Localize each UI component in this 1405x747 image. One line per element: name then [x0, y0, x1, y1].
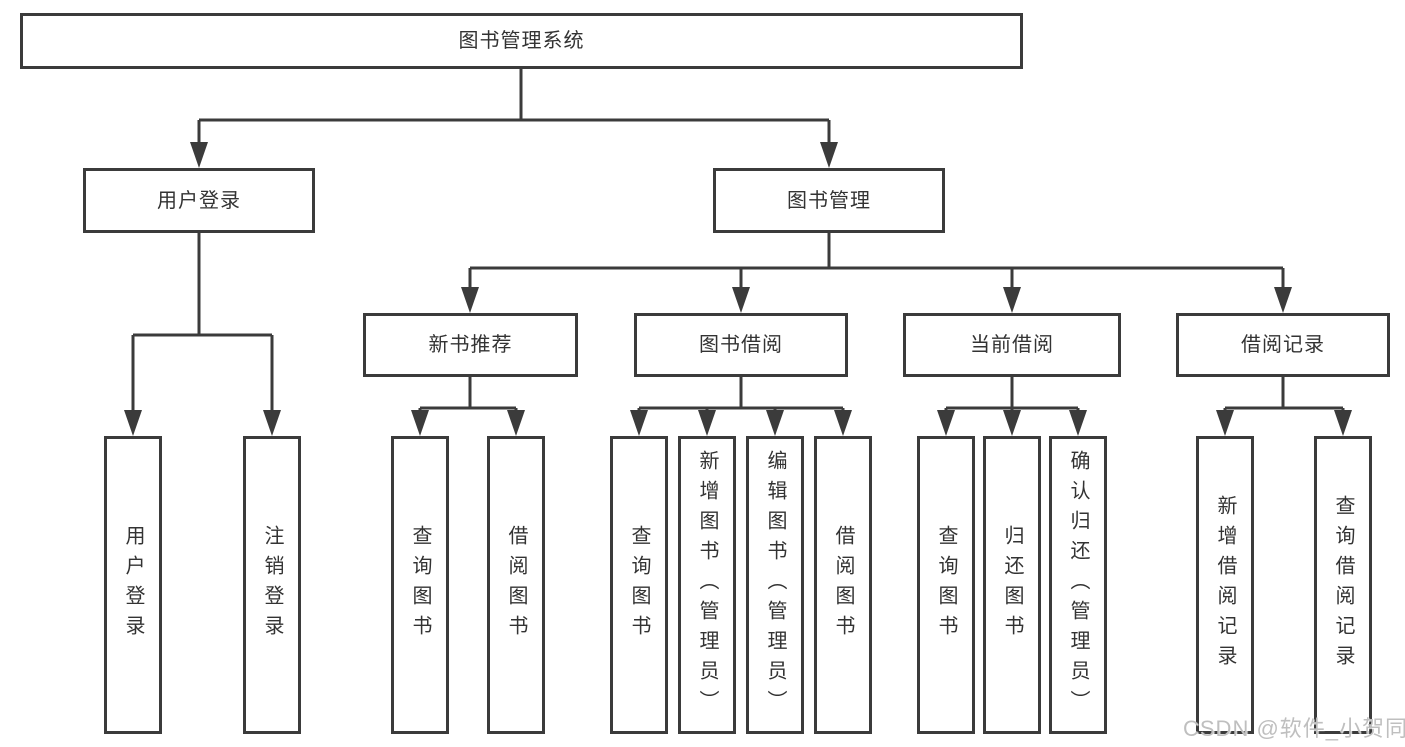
node-label: 查询图书: [409, 525, 431, 645]
node-label: 新书推荐: [428, 334, 513, 356]
node-label: 图书管理系统: [458, 30, 585, 52]
node-label: 新增借阅记录: [1214, 495, 1236, 675]
down-arrowhead: [1003, 287, 1021, 313]
connector-line: [197, 69, 831, 143]
node-label: 归还图书: [1001, 525, 1023, 645]
node-label: 当前借阅: [970, 334, 1054, 356]
node-label: 图书借阅: [699, 334, 783, 356]
down-arrowhead: [190, 142, 208, 168]
connector-borrowing-records-to-leaves: [1216, 377, 1352, 436]
leaf-add-books-admin: 新增图书（管理员）: [678, 436, 736, 734]
connector-line: [637, 377, 845, 411]
connector-new-book-recommendation-to-leaves: [411, 377, 525, 436]
leaf-edit-books-admin: 编辑图书（管理员）: [746, 436, 804, 734]
leaf-return-books: 归还图书: [983, 436, 1041, 734]
node-current-borrowing: 当前借阅: [903, 313, 1121, 377]
connector-line: [944, 377, 1080, 411]
node-borrowing-records: 借阅记录: [1176, 313, 1390, 377]
connector-line: [468, 233, 1285, 288]
connector-user-login-to-leaves: [124, 233, 281, 436]
down-arrowhead: [766, 410, 784, 436]
node-label: 新增图书（管理员）: [696, 450, 718, 720]
down-arrowhead: [411, 410, 429, 436]
connector-line: [418, 377, 518, 411]
leaf-borrow-books-borrowing: 借阅图书: [814, 436, 872, 734]
down-arrowhead: [1069, 410, 1087, 436]
node-label: 编辑图书（管理员）: [764, 450, 786, 720]
down-arrowhead: [937, 410, 955, 436]
connector-book-borrowing-to-leaves: [630, 377, 852, 436]
node-label: 查询图书: [628, 525, 650, 645]
down-arrowhead: [124, 410, 142, 436]
connector-line: [1223, 377, 1345, 411]
node-label: 用户登录: [122, 525, 144, 645]
leaf-query-books-recommend: 查询图书: [391, 436, 449, 734]
node-label: 图书管理: [787, 189, 871, 212]
leaf-add-borrow-record: 新增借阅记录: [1196, 436, 1254, 734]
leaf-user-login: 用户登录: [104, 436, 162, 734]
node-label: 确认归还（管理员）: [1067, 450, 1089, 720]
connector-root-to-level2: [190, 69, 838, 168]
down-arrowhead: [834, 410, 852, 436]
node-book-management: 图书管理: [713, 168, 945, 233]
node-label: 查询图书: [935, 525, 957, 645]
node-library-management-system: 图书管理系统: [20, 13, 1023, 69]
node-label: 借阅图书: [832, 525, 854, 645]
leaf-query-borrow-record: 查询借阅记录: [1314, 436, 1372, 734]
node-label: 借阅记录: [1241, 334, 1325, 356]
node-user-login: 用户登录: [83, 168, 315, 233]
down-arrowhead: [461, 287, 479, 313]
down-arrowhead: [1003, 410, 1021, 436]
leaf-logout: 注销登录: [243, 436, 301, 734]
down-arrowhead: [820, 142, 838, 168]
leaf-query-books-current: 查询图书: [917, 436, 975, 734]
node-book-borrowing: 图书借阅: [634, 313, 848, 377]
leaf-confirm-return-admin: 确认归还（管理员）: [1049, 436, 1107, 734]
connector-current-borrowing-to-leaves: [937, 377, 1087, 436]
down-arrowhead: [1334, 410, 1352, 436]
down-arrowhead: [507, 410, 525, 436]
connector-book-management-to-level3: [461, 233, 1292, 313]
down-arrowhead: [630, 410, 648, 436]
down-arrowhead: [732, 287, 750, 313]
down-arrowhead: [698, 410, 716, 436]
node-label: 查询借阅记录: [1332, 495, 1354, 675]
node-label: 用户登录: [157, 189, 241, 212]
node-label: 注销登录: [261, 525, 283, 645]
down-arrowhead: [1274, 287, 1292, 313]
leaf-query-books-borrowing: 查询图书: [610, 436, 668, 734]
down-arrowhead: [1216, 410, 1234, 436]
csdn-watermark: CSDN @软件_小贺同学: [1183, 716, 1405, 741]
down-arrowhead: [263, 410, 281, 436]
node-new-book-recommendation: 新书推荐: [363, 313, 578, 377]
node-label: 借阅图书: [505, 525, 527, 645]
leaf-borrow-books-recommend: 借阅图书: [487, 436, 545, 734]
connector-line: [131, 233, 274, 411]
